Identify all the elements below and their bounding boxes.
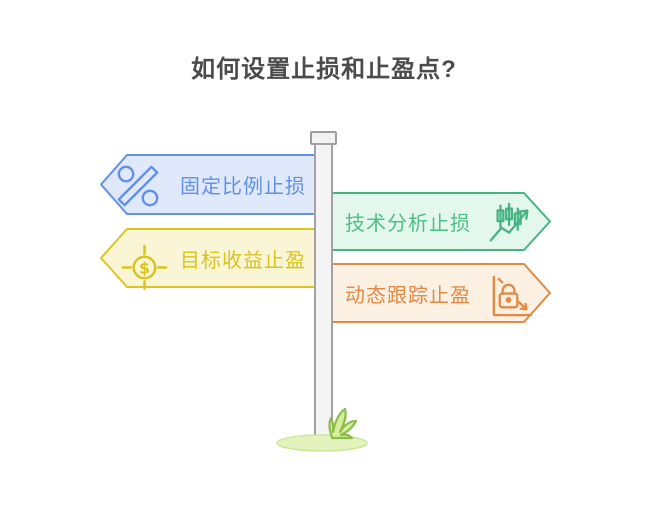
candlestick-chart-icon	[489, 202, 529, 242]
dollar-symbol: $	[139, 258, 150, 277]
signpost-pole	[314, 143, 333, 447]
sign-technical-analysis-stop-loss: 技术分析止损	[330, 192, 551, 251]
grass-base	[276, 407, 368, 452]
sign-plate	[100, 228, 320, 288]
grass-tuft	[328, 407, 358, 440]
page-title: 如何设置止损和止盈点?	[191, 56, 457, 83]
sign-label: 动态跟踪止盈	[345, 284, 471, 307]
sign-label: 目标收益止盈	[180, 249, 306, 272]
trailing-lock-icon	[492, 275, 533, 317]
dollar-target-icon: $	[121, 244, 168, 291]
sign-label: 技术分析止损	[345, 213, 471, 235]
sign-target-profit-take-profit: $ 目标收益止盈	[100, 228, 320, 291]
sign-fixed-ratio-stop-loss: 固定比例止损	[100, 154, 320, 215]
grass-mound	[276, 434, 368, 452]
sign-dynamic-trailing-take-profit: 动态跟踪止盈	[330, 263, 551, 323]
percent-icon	[117, 165, 159, 207]
sign-label: 固定比例止损	[180, 176, 306, 198]
